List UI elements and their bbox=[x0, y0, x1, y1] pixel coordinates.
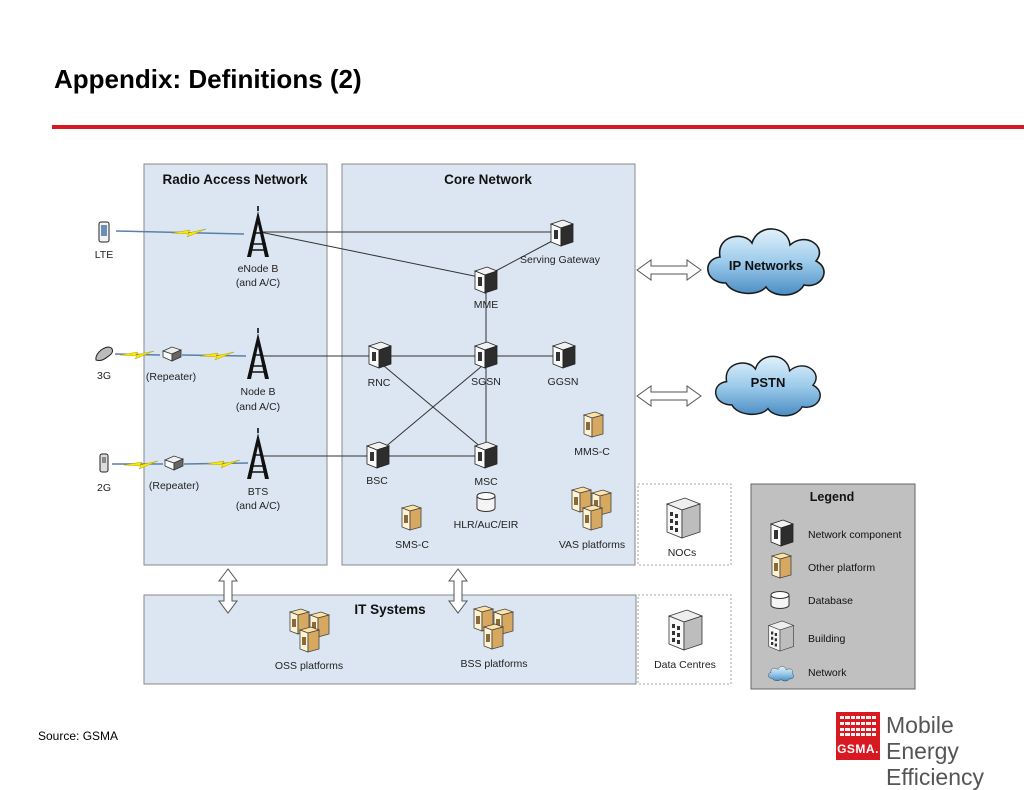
bss-platforms-label: BSS platforms bbox=[460, 658, 527, 670]
source-note: Source: GSMA bbox=[38, 729, 119, 743]
enodeb-sublabel: (and A/C) bbox=[236, 277, 280, 289]
sgsn-label: SGSN bbox=[471, 376, 501, 388]
nodeb-label: Node B bbox=[240, 386, 275, 398]
legend-database-label: Database bbox=[808, 595, 853, 607]
core-title: Core Network bbox=[444, 172, 532, 187]
nocs-label: NOCs bbox=[668, 547, 697, 559]
rnc-icon bbox=[368, 341, 392, 369]
bts-sublabel: (and A/C) bbox=[236, 500, 280, 512]
rnc-label: RNC bbox=[368, 377, 391, 389]
msc-label: MSC bbox=[474, 476, 498, 488]
lte-label: LTE bbox=[95, 249, 113, 261]
mme-label: MME bbox=[474, 299, 499, 311]
ran-panel bbox=[143, 163, 328, 566]
gsma-logo-dots bbox=[840, 716, 876, 738]
bsc-icon bbox=[366, 441, 390, 469]
nodeb-sublabel: (and A/C) bbox=[236, 401, 280, 413]
lte-device-icon bbox=[98, 221, 110, 243]
repeater-2g-label: (Repeater) bbox=[149, 480, 199, 492]
repeater-3g-label: (Repeater) bbox=[146, 371, 196, 383]
sms-c-icon bbox=[401, 504, 422, 531]
legend-network-component-icon bbox=[770, 519, 794, 547]
ip-networks-label: IP Networks bbox=[729, 258, 803, 273]
legend-network-label: Network bbox=[808, 667, 847, 679]
gsma-logo: GSMA. Mobile Energy Efficiency bbox=[836, 712, 1016, 790]
legend-building-label: Building bbox=[808, 633, 846, 645]
gsma-logo-text: Mobile Energy Efficiency bbox=[886, 712, 1016, 790]
serving-gateway-label: Serving Gateway bbox=[520, 254, 601, 266]
legend-building-icon bbox=[768, 620, 794, 652]
noc-panel bbox=[637, 483, 732, 566]
vas-platforms-label: VAS platforms bbox=[559, 539, 625, 551]
ip-double-arrow-icon bbox=[636, 259, 702, 281]
mms-c-icon bbox=[583, 411, 604, 438]
2g-device-icon bbox=[99, 453, 109, 473]
data-centres-label: Data Centres bbox=[654, 659, 716, 671]
msc-icon bbox=[474, 441, 498, 469]
mms-c-label: MMS-C bbox=[574, 446, 610, 458]
sgsn-icon bbox=[474, 341, 498, 369]
ggsn-icon bbox=[552, 341, 576, 369]
gsma-logo-mark-text: GSMA. bbox=[837, 742, 879, 756]
serving-gateway-icon bbox=[550, 219, 574, 247]
hlr-database-icon bbox=[476, 492, 496, 512]
bts-label: BTS bbox=[248, 486, 268, 498]
3g-label: 3G bbox=[97, 370, 111, 382]
2g-label: 2G bbox=[97, 482, 111, 494]
mme-icon bbox=[474, 266, 498, 294]
bsc-label: BSC bbox=[366, 475, 388, 487]
legend-other-platform-icon bbox=[771, 552, 792, 579]
data-centre-panel bbox=[637, 594, 732, 685]
oss-platforms-label: OSS platforms bbox=[275, 660, 343, 672]
connection-lines bbox=[259, 231, 558, 457]
hlr-label: HLR/AuC/EIR bbox=[454, 519, 519, 531]
gsma-logo-line1: Mobile Energy bbox=[886, 712, 959, 764]
3g-device-icon bbox=[95, 346, 113, 361]
legend-other-platform-label: Other platform bbox=[808, 562, 875, 574]
pstn-double-arrow-icon bbox=[636, 385, 702, 407]
enodeb-label: eNode B bbox=[238, 263, 279, 275]
it-systems-title: IT Systems bbox=[354, 602, 425, 617]
gsma-logo-mark: GSMA. bbox=[836, 712, 880, 760]
ran-title: Radio Access Network bbox=[162, 172, 308, 187]
data-centres-building-icon bbox=[668, 609, 703, 651]
nocs-building-icon bbox=[666, 497, 701, 539]
legend-title: Legend bbox=[810, 490, 854, 504]
legend-network-component-label: Network component bbox=[808, 529, 901, 541]
pstn-label: PSTN bbox=[751, 375, 786, 390]
title-divider bbox=[52, 125, 1024, 129]
network-diagram: Radio Access Network Core Network IT Sys… bbox=[95, 163, 916, 690]
ggsn-label: GGSN bbox=[548, 376, 579, 388]
page-title: Appendix: Definitions (2) bbox=[54, 64, 362, 94]
sms-c-label: SMS-C bbox=[395, 539, 429, 551]
legend-panel bbox=[750, 483, 916, 690]
legend-database-icon bbox=[770, 591, 790, 609]
